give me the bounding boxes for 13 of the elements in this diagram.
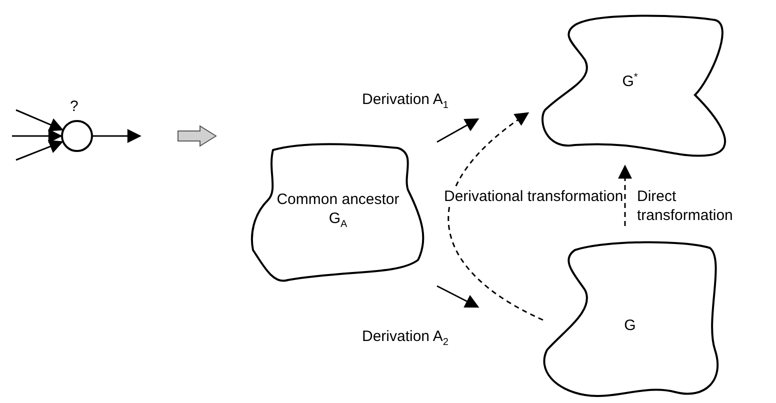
arrow: [93, 129, 142, 143]
node-label: G: [623, 316, 637, 335]
node-label: G$^{*}$: [621, 72, 639, 91]
text-label: Derivation A$_{2}$: [362, 327, 448, 346]
node-label: Common ancestor G$_{A}$: [276, 190, 400, 228]
dashed-arrow: [618, 164, 632, 226]
edge-label: Derivational transformation: [444, 187, 624, 206]
arrow: [16, 109, 64, 132]
arrow: [12, 129, 62, 143]
dashed-arrow: [448, 112, 544, 321]
question-mark-label: ?: [70, 97, 78, 116]
text-label: Derivation A$_{1}$: [362, 90, 448, 109]
arrow: [16, 140, 64, 161]
